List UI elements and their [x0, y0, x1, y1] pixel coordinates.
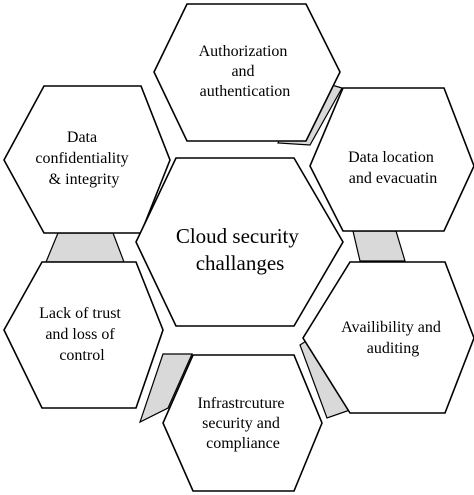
- connector-lack-confidentiality: [45, 232, 125, 263]
- label-line: confidentiality: [35, 150, 128, 167]
- hex-availability: [302, 261, 474, 414]
- hexagons: [3, 3, 474, 492]
- hex-authorization: [153, 3, 341, 142]
- label-line: authentication: [200, 83, 291, 100]
- label-line: challanges: [196, 251, 285, 275]
- label-line: & integrity: [49, 171, 120, 188]
- label-line: and evacuatin: [349, 170, 437, 187]
- label-line: control: [59, 347, 105, 364]
- label-data-confidentiality: Data confidentiality & integrity: [35, 129, 132, 188]
- label-line: Data location: [348, 149, 434, 166]
- label-infrastructure: Infrastrcuture security and compliance: [197, 395, 288, 452]
- hex-lack-of-trust: [3, 261, 164, 409]
- label-line: Authorization: [199, 43, 288, 60]
- label-data-location: Data location and evacuatin: [348, 149, 438, 187]
- label-line: Data: [67, 129, 97, 146]
- label-line: Availibility and: [341, 319, 441, 336]
- label-availability: Availibility and auditing: [341, 319, 445, 357]
- label-lack-of-trust: Lack of trust and loss of control: [39, 305, 125, 364]
- label-line: compliance: [206, 435, 280, 452]
- labels: Authorization and authentication Data lo…: [35, 43, 445, 452]
- hex-data-location: [309, 87, 474, 232]
- label-line: and: [231, 63, 254, 80]
- label-center: Cloud security challanges: [176, 224, 304, 275]
- connector-location-availability: [352, 230, 406, 262]
- hex-infrastructure: [162, 354, 323, 492]
- label-line: security and: [202, 415, 280, 432]
- label-line: auditing: [367, 340, 419, 357]
- connector-infrastructure-lack: [138, 353, 193, 424]
- label-line: and loss of: [45, 326, 115, 343]
- label-authorization: Authorization and authentication: [199, 43, 292, 100]
- label-line: Cloud security: [176, 224, 300, 248]
- hex-center: [135, 157, 344, 327]
- label-line: Lack of trust: [39, 305, 121, 322]
- label-line: Infrastrcuture: [197, 395, 284, 412]
